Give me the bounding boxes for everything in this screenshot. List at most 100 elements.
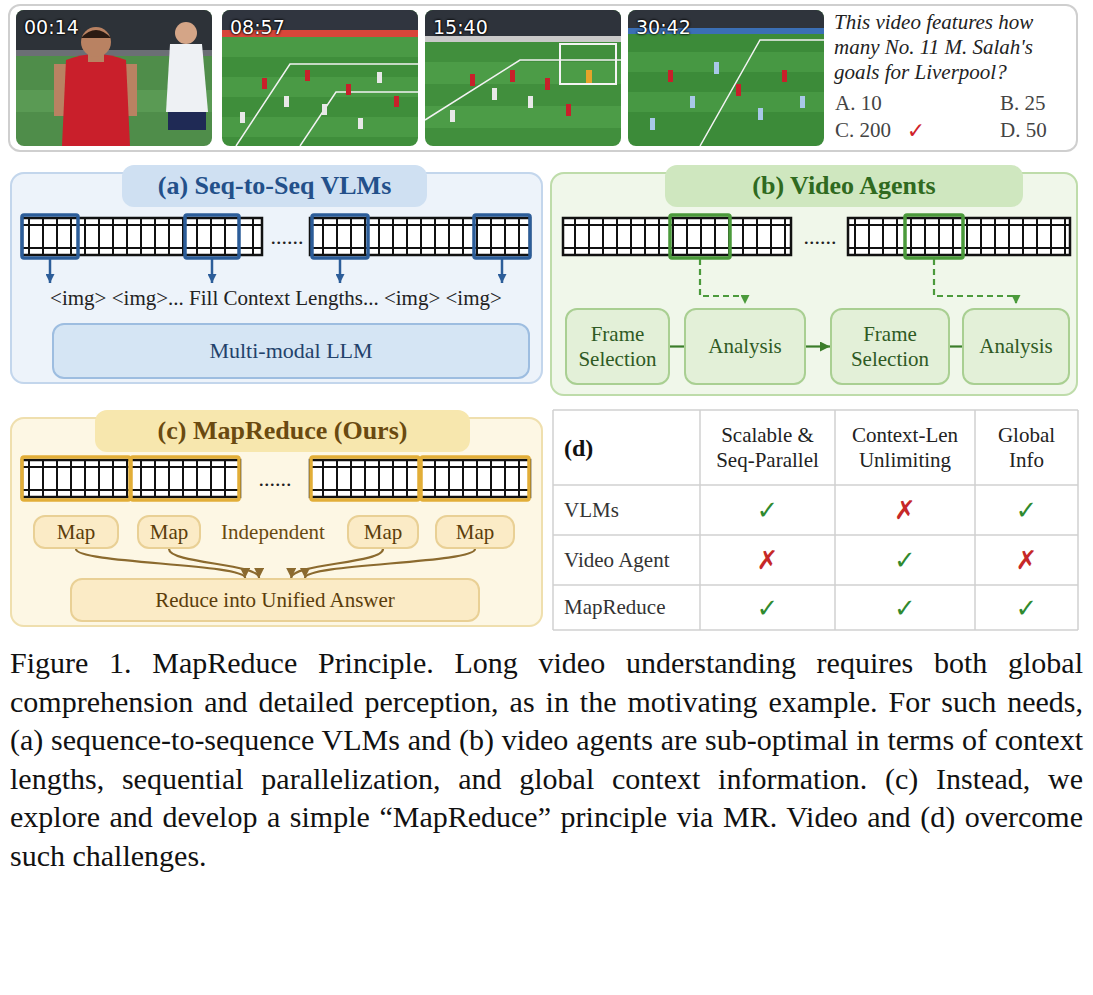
step-box: Analysis xyxy=(962,308,1070,385)
film-strip xyxy=(22,247,262,249)
box-label: Map xyxy=(456,520,495,545)
map-box: Map xyxy=(435,515,515,549)
video-frame xyxy=(322,104,327,115)
table-grid xyxy=(552,410,554,630)
video-frame xyxy=(425,10,621,146)
video-frame xyxy=(714,62,719,74)
video-frame xyxy=(800,96,805,108)
film-strip xyxy=(22,218,1070,497)
check-mark: ✓ xyxy=(702,587,833,628)
segment-highlight xyxy=(311,457,419,500)
ellipsis: ...... xyxy=(265,222,309,252)
video-frame xyxy=(650,118,655,130)
method-panel: (c) MapReduce (Ours)IndependentMapMapMap… xyxy=(10,417,543,627)
segment-highlight xyxy=(131,457,239,500)
film-strip xyxy=(563,247,791,249)
table-grid xyxy=(553,629,1078,631)
film-strip xyxy=(563,218,791,255)
video-frame xyxy=(560,44,616,84)
film-strip xyxy=(848,224,1070,226)
video-frame xyxy=(425,62,621,84)
video-frame xyxy=(346,84,351,95)
frame-highlight xyxy=(312,215,368,258)
film-strip xyxy=(22,218,262,255)
step-box: Frame Selection xyxy=(565,308,670,385)
video-frame xyxy=(758,108,763,120)
token-arrow xyxy=(339,259,342,283)
answer-option: D. 50 xyxy=(1000,117,1047,143)
video-frame xyxy=(425,106,621,128)
check-mark: ✓ xyxy=(977,587,1076,628)
video-frame xyxy=(175,22,197,44)
panel-heading: (a) Seq-to-Seq VLMs xyxy=(122,165,427,207)
video-frame xyxy=(240,112,245,123)
frame-highlight xyxy=(905,215,963,258)
video-frame xyxy=(222,37,418,57)
selection-arrow xyxy=(700,259,1016,304)
box-label: Multi-modal LLM xyxy=(209,338,372,364)
map-box: Map xyxy=(33,515,119,549)
table-header: Global Info xyxy=(978,412,1075,484)
video-frame xyxy=(236,64,418,146)
video-frame xyxy=(528,96,533,108)
row-label: Video Agent xyxy=(558,537,698,583)
table-grid xyxy=(974,410,976,630)
table-grid xyxy=(553,410,1078,630)
correct-mark: ✓ xyxy=(902,116,930,144)
answer-option: C. 200 xyxy=(835,117,891,143)
selection-arrow xyxy=(700,259,745,304)
video-frame xyxy=(166,44,208,112)
method-panel: (b) Video AgentsFrame SelectionAnalysisF… xyxy=(550,172,1078,396)
timestamp: 30:42 xyxy=(636,14,716,40)
video-frame xyxy=(736,84,741,96)
film-strip xyxy=(310,247,530,249)
video-frame xyxy=(284,96,289,107)
video-frame xyxy=(62,54,130,146)
video-frame xyxy=(222,77,418,97)
table-grid xyxy=(1077,410,1079,630)
video-frame xyxy=(300,92,418,146)
segment-highlight xyxy=(22,457,130,500)
timestamp: 15:40 xyxy=(433,14,513,40)
video-frame xyxy=(628,10,824,146)
cross-mark: ✗ xyxy=(977,537,1076,583)
frame-highlight xyxy=(22,215,530,258)
frame-highlight xyxy=(185,215,239,258)
video-frame xyxy=(262,78,267,89)
cross-mark: ✗ xyxy=(837,487,973,533)
frame-highlight xyxy=(474,215,530,258)
film-strip xyxy=(848,247,1070,249)
box-label: Map xyxy=(150,520,189,545)
video-frame xyxy=(394,96,399,107)
box-label: Map xyxy=(364,520,403,545)
video-frame xyxy=(628,10,824,146)
panel-heading: (b) Video Agents xyxy=(665,165,1023,207)
segment-highlight xyxy=(22,457,529,500)
flow-connector xyxy=(950,345,962,347)
video-frame xyxy=(628,52,824,72)
timestamp: 08:57 xyxy=(230,14,310,40)
table-header: Scalable & Seq-Parallel xyxy=(703,412,832,484)
video-frame xyxy=(492,88,497,100)
frame-highlight xyxy=(670,215,730,258)
box-label: Analysis xyxy=(708,334,782,359)
panel-ground xyxy=(10,172,1078,627)
map-box: Map xyxy=(347,515,419,549)
row-label: MapReduce xyxy=(558,587,698,628)
film-strip xyxy=(563,218,791,255)
flow-connector xyxy=(305,549,475,578)
video-frame xyxy=(222,10,418,146)
video-frame xyxy=(545,78,550,90)
box-label: Map xyxy=(57,520,96,545)
flow-connector xyxy=(291,549,383,578)
method-panel: (a) Seq-to-Seq VLMs<img> <img>... Fill C… xyxy=(10,172,543,384)
video-frame xyxy=(450,110,455,122)
figure-caption: Figure 1. MapReduce Principle. Long vide… xyxy=(10,644,1083,875)
film-strip xyxy=(848,218,1070,255)
table-grid xyxy=(834,410,836,630)
map-box: Map xyxy=(137,515,201,549)
check-mark: ✓ xyxy=(977,487,1076,533)
selection-arrow xyxy=(934,259,1016,304)
table-cell: (d) xyxy=(558,412,698,484)
